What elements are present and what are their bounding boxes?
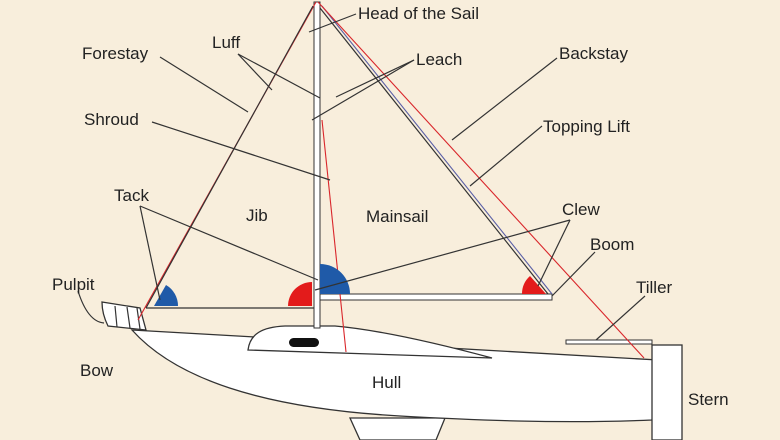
label-bow: Bow <box>80 361 114 380</box>
mainsail-leach-b <box>321 5 553 295</box>
label-tiller: Tiller <box>636 278 673 297</box>
label-clew: Clew <box>562 200 601 219</box>
tiller-bar <box>565 339 653 345</box>
main-clew-marker <box>521 276 546 294</box>
label-luff: Luff <box>212 33 240 52</box>
label-stern: Stern <box>688 390 729 409</box>
label-jib: Jib <box>246 206 268 225</box>
keel <box>348 417 446 440</box>
label-topping-lift: Topping Lift <box>543 117 630 136</box>
label-mainsail: Mainsail <box>366 207 428 226</box>
stern-post <box>651 344 683 440</box>
label-tack: Tack <box>114 186 149 205</box>
boom <box>319 293 553 301</box>
label-hull: Hull <box>372 373 401 392</box>
cabin <box>247 325 493 359</box>
label-shroud: Shroud <box>84 110 139 129</box>
mast <box>313 1 321 329</box>
label-pulpit: Pulpit <box>52 275 95 294</box>
cabin-window <box>289 338 319 347</box>
pulpit-rail <box>101 301 147 331</box>
label-head-of-sail: Head of the Sail <box>358 4 479 23</box>
jib-tack-marker <box>154 285 179 306</box>
hull-shape <box>130 329 659 423</box>
label-backstay: Backstay <box>559 44 628 63</box>
shroud-line <box>321 119 347 353</box>
label-boom: Boom <box>590 235 634 254</box>
label-forestay: Forestay <box>82 44 149 63</box>
label-leach: Leach <box>416 50 462 69</box>
backstay-line <box>317 1 645 359</box>
jib-clew-marker <box>288 282 312 306</box>
jib-luff-line <box>145 5 314 309</box>
mainsail-leach-a <box>319 7 549 295</box>
leader-lines <box>77 13 646 341</box>
